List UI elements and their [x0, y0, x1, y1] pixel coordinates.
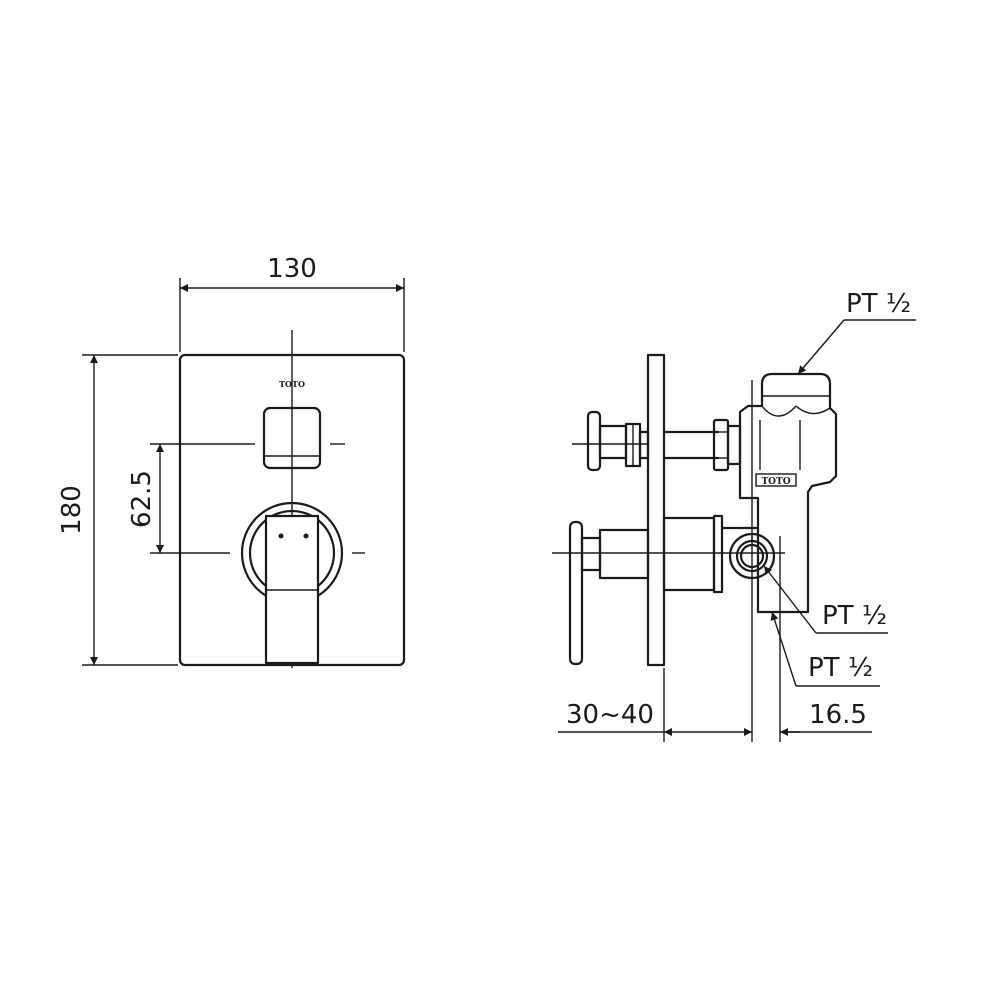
side-lever-neck [580, 536, 602, 572]
valve-body-outlet-curve [761, 405, 797, 417]
side-lever-hub [598, 528, 650, 580]
wall-plate [646, 353, 666, 667]
front-brand-mark: TOTO [279, 379, 305, 389]
cartridge-collar [712, 514, 724, 594]
handle-dot-left [278, 533, 284, 539]
width-dim-label: 130 [267, 254, 317, 284]
cartridge-body [662, 516, 716, 592]
height-dim-label: 180 [57, 485, 87, 535]
depth-dim-label: 30~40 [566, 700, 654, 730]
side-lever-handle [568, 520, 584, 666]
handle-dot-right [303, 533, 309, 539]
valve-brand-label-box [755, 473, 797, 487]
leader-bot [770, 611, 797, 687]
port-bottom-label: PT ½ [808, 653, 873, 683]
port-middle-label: PT ½ [822, 601, 887, 631]
side-offset-dim-label: 16.5 [809, 700, 867, 730]
port-top-label: PT ½ [846, 289, 911, 319]
side-diverter-knob [586, 410, 602, 472]
leader-top [797, 319, 845, 375]
side-diverter-neck [598, 424, 628, 460]
valve-body [738, 372, 838, 614]
leader-mid [763, 565, 817, 634]
upper-spindle-nut [712, 418, 730, 472]
diverter-knob [262, 406, 322, 470]
side-view: TOTO PT ½ PT ½ PT ½ 30~40 [552, 289, 916, 742]
valve-body-outlet-curve-2 [795, 405, 831, 415]
side-diverter-spindle-left [638, 430, 650, 460]
front-view: TOTO 130 180 62.5 [57, 254, 406, 668]
valve-brand-mark: TOTO [761, 477, 790, 487]
offset-dim-label: 62.5 [127, 470, 157, 528]
upper-spindle-seat [726, 424, 742, 466]
